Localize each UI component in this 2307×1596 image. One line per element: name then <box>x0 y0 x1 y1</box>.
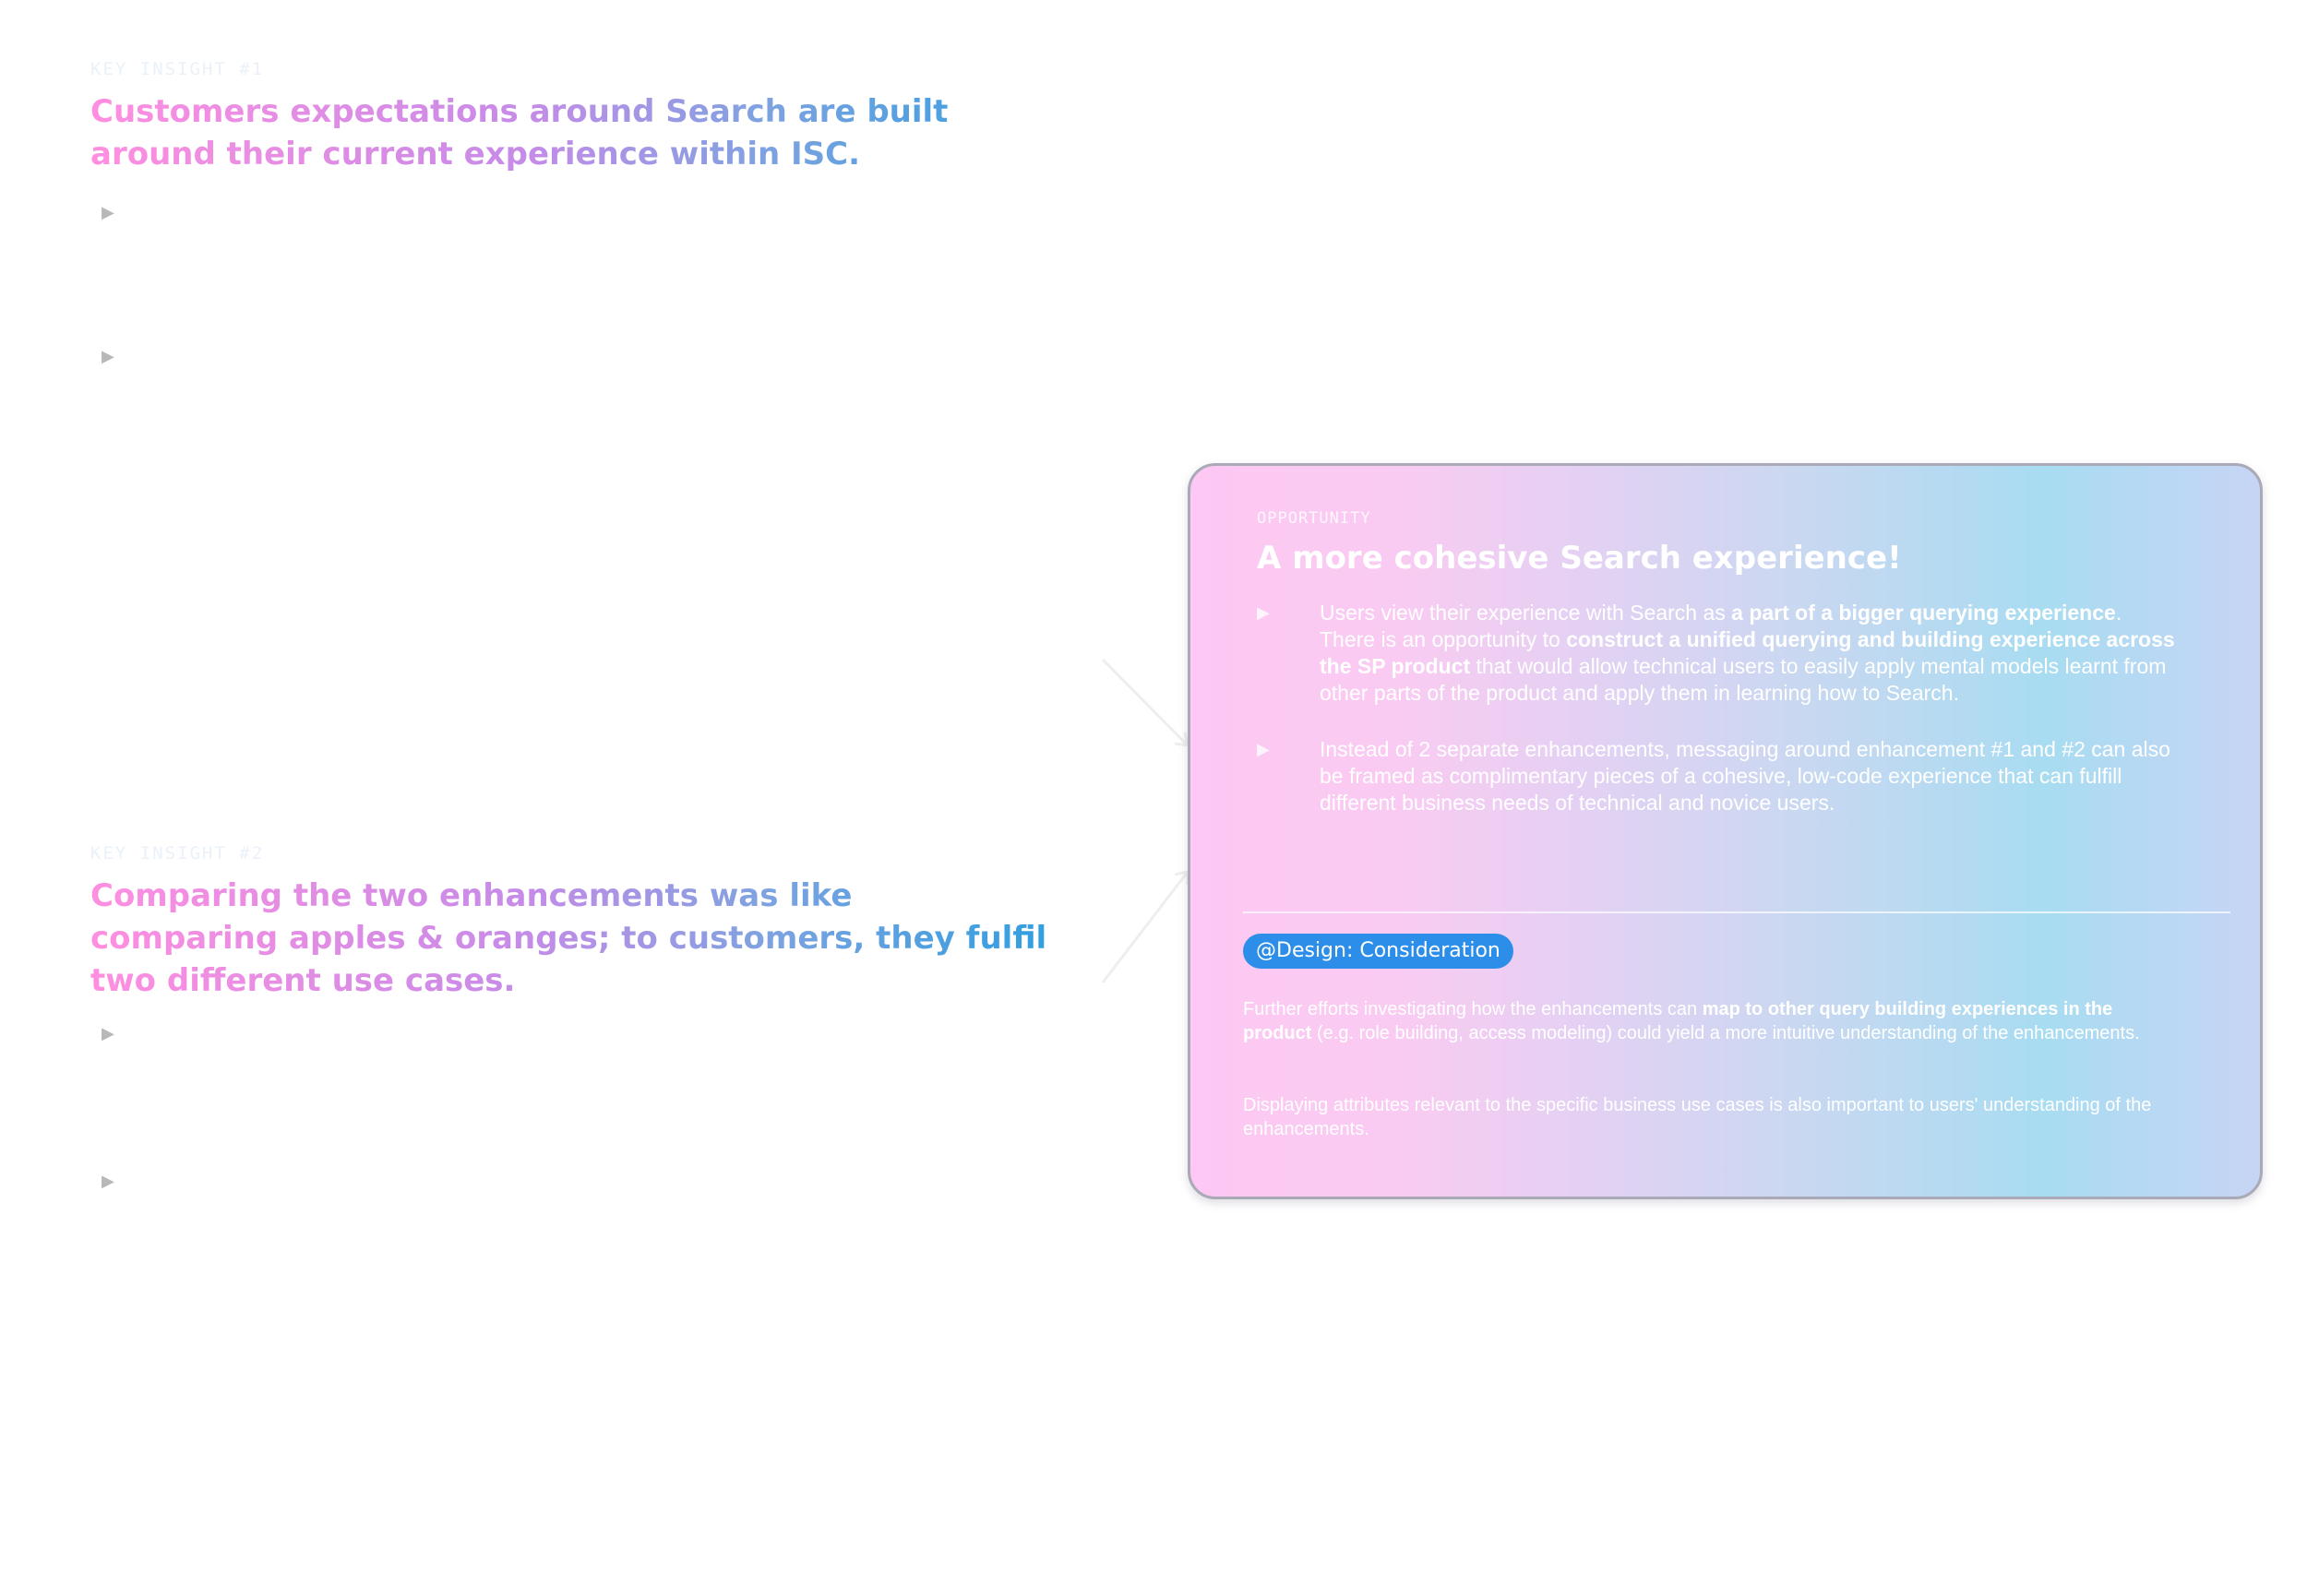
opportunity-bullet-1: ▶ Users view their experience with Searc… <box>1257 600 2180 707</box>
bullet-1-emphasis: construct a unified querying and buildin… <box>1320 627 2175 678</box>
consideration-note-1: Further efforts investigating how the en… <box>1243 997 2184 1045</box>
connector-line-1 <box>1101 658 1189 747</box>
bullet-2-text: Instead of 2 separate enhancements, mess… <box>1320 737 2170 815</box>
note-1-emphasis: map to other query building experiences … <box>1243 999 2113 1043</box>
insight-1-kicker: KEY INSIGHT #1 <box>90 59 265 79</box>
design-consideration-tag: @Design: Consideration <box>1243 934 1513 969</box>
opportunity-card: OPPORTUNITY A more cohesive Search exper… <box>1188 463 2263 1199</box>
consideration-note-2: Displaying attributes relevant to the sp… <box>1243 1095 2152 1139</box>
insight-1-headline: Customers expectations around Search are… <box>90 90 1050 175</box>
connector-line-2 <box>1101 871 1189 983</box>
bullet-1-segment: . There is an opportunity to <box>1320 601 2122 651</box>
opportunity-kicker: OPPORTUNITY <box>1257 509 1371 528</box>
insight-2-toggle-2-icon[interactable]: ▶ <box>102 1172 114 1190</box>
opportunity-bullet-2: ▶ Instead of 2 separate enhancements, me… <box>1257 736 2180 816</box>
bullet-1-emphasis: a part of a bigger querying experience <box>1731 601 2116 625</box>
bullet-1-segment: Users view their experience with Search … <box>1320 601 1732 625</box>
opportunity-title: A more cohesive Search experience! <box>1257 540 1902 577</box>
insight-1-toggle-1-icon[interactable]: ▶ <box>102 203 114 221</box>
card-divider <box>1243 911 2230 913</box>
note-1-segment: Further efforts investigating how the en… <box>1243 999 1703 1019</box>
note-1-segment: (e.g. role building, access modeling) co… <box>1311 1023 2140 1043</box>
bullet-triangle-icon[interactable]: ▶ <box>1257 740 1270 758</box>
bullet-triangle-icon[interactable]: ▶ <box>1257 603 1270 622</box>
insight-2-toggle-1-icon[interactable]: ▶ <box>102 1024 114 1042</box>
insight-1-toggle-2-icon[interactable]: ▶ <box>102 347 114 365</box>
insight-2-headline: Comparing the two enhancements was like … <box>90 875 1050 1002</box>
insight-2-kicker: KEY INSIGHT #2 <box>90 843 265 864</box>
bullet-1-text: Users view their experience with Search … <box>1320 601 2175 705</box>
bullet-1-segment: that would allow technical users to easi… <box>1320 654 2167 705</box>
opportunity-bullet-list: ▶ Users view their experience with Searc… <box>1257 600 2180 816</box>
